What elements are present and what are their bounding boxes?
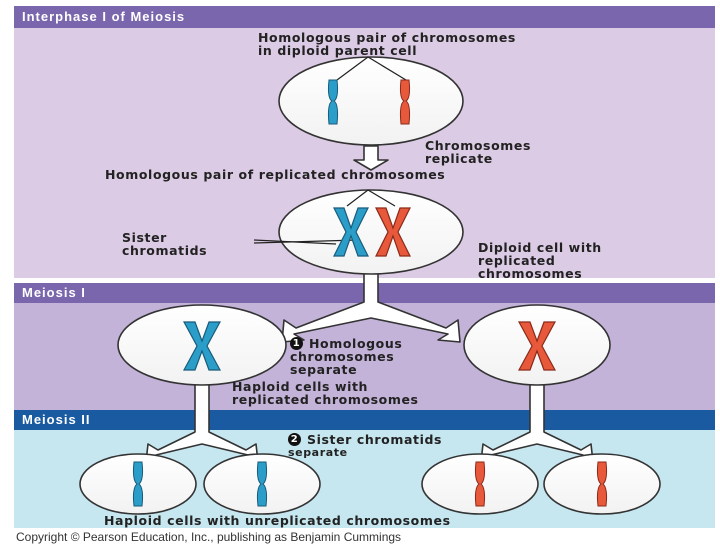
label-homologous-pair: Homologous pair of chromosomes in diploi…: [258, 30, 516, 58]
interphase-header: Interphase I of Meiosis: [14, 6, 715, 28]
chromosome-red-meiosis1: [517, 321, 557, 371]
chromatid-blue-1: [132, 461, 144, 507]
label-diploid-cell: Diploid cell with replicated chromosomes: [478, 240, 602, 281]
parent-cell: [278, 56, 464, 146]
chromatid-red-2: [596, 461, 608, 507]
copyright-text: Copyright © Pearson Education, Inc., pub…: [16, 530, 402, 544]
chromatid-blue-2: [256, 461, 268, 507]
chromosome-blue-meiosis1: [182, 321, 222, 371]
label-haploid-unreplicated: Haploid cells with unreplicated chromoso…: [104, 513, 451, 528]
arrow-meiosis2-left: [145, 365, 259, 463]
arrow-replicate: [353, 145, 389, 171]
label-homologous-replicated: Homologous pair of replicated chromosome…: [105, 167, 446, 182]
chromosome-blue-single: [327, 79, 339, 125]
pointer-lines: [253, 56, 407, 245]
chromosome-red-replicated: [375, 207, 411, 257]
chromosome-red-single: [399, 79, 411, 125]
chromatid-red-1: [474, 461, 486, 507]
chromosome-blue-replicated: [333, 207, 369, 257]
arrow-meiosis2-right: [480, 365, 594, 463]
label-sister-chromatids: Sister chromatids: [122, 230, 208, 258]
replicated-cell: [278, 189, 464, 275]
label-haploid-replicated: Haploid cells with replicated chromosome…: [232, 379, 419, 407]
arrow-meiosis1-split: [281, 269, 461, 343]
label-chromosomes-replicate: Chromosomes replicate: [425, 138, 532, 166]
step2-badge: 2: [288, 433, 301, 446]
step1-badge: 1: [290, 337, 303, 350]
